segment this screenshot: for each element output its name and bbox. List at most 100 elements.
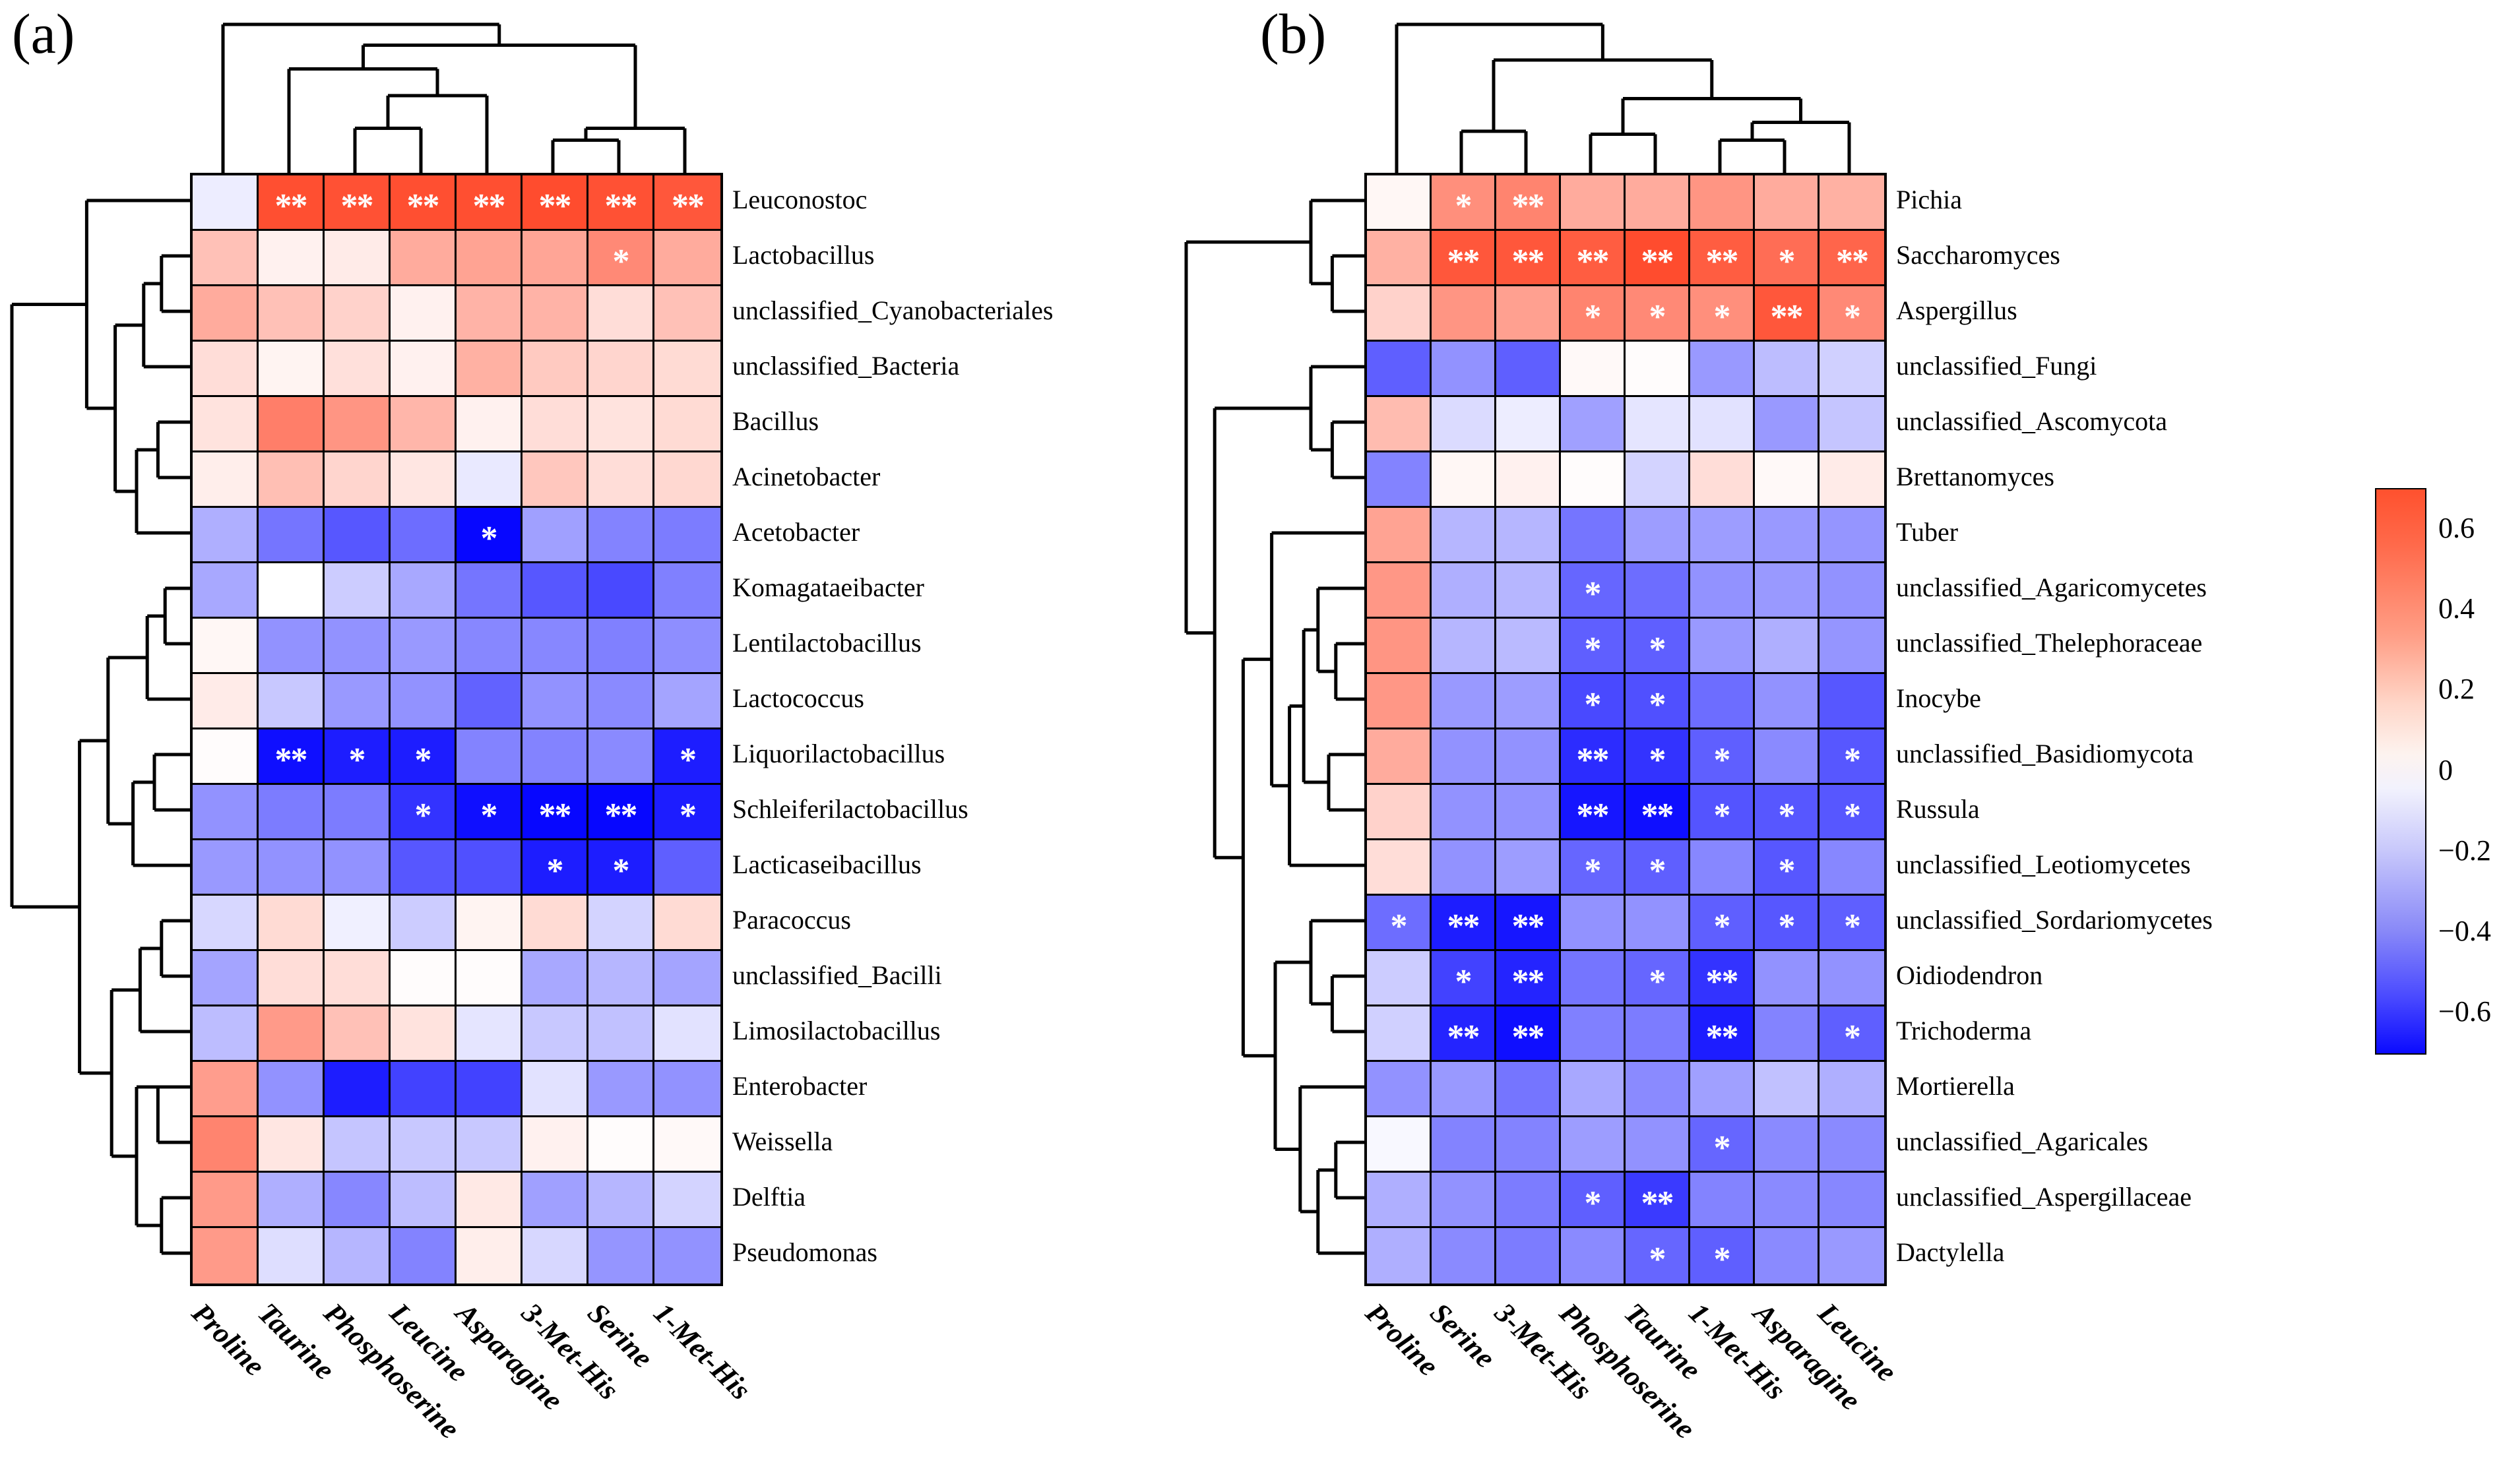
heatmap-cell[interactable] — [654, 342, 720, 397]
heatmap-cell[interactable] — [391, 397, 457, 452]
heatmap-cell[interactable] — [1820, 563, 1884, 619]
heatmap-cell[interactable] — [1432, 840, 1496, 896]
heatmap-cell[interactable]: * — [391, 729, 457, 785]
heatmap-cell[interactable] — [259, 1062, 325, 1117]
heatmap-cell[interactable] — [522, 1062, 588, 1117]
heatmap-cell[interactable] — [1367, 674, 1432, 729]
heatmap-cell[interactable]: * — [1432, 175, 1496, 231]
heatmap-cell[interactable]: * — [1626, 951, 1690, 1006]
heatmap-cell[interactable] — [457, 729, 522, 785]
heatmap-cell[interactable] — [654, 397, 720, 452]
heatmap-cell[interactable] — [654, 674, 720, 729]
heatmap-cell[interactable] — [259, 508, 325, 563]
heatmap-cell[interactable]: ** — [522, 785, 588, 840]
heatmap-cell[interactable]: ** — [1561, 785, 1626, 840]
heatmap-cell[interactable] — [1690, 563, 1755, 619]
heatmap-cell[interactable] — [1561, 397, 1626, 452]
heatmap-cell[interactable] — [325, 619, 391, 674]
heatmap-cell[interactable] — [325, 1117, 391, 1173]
heatmap-cell[interactable] — [325, 342, 391, 397]
heatmap-cell[interactable] — [1432, 785, 1496, 840]
heatmap-cell[interactable] — [391, 1117, 457, 1173]
heatmap-cell[interactable] — [522, 1006, 588, 1062]
heatmap-cell[interactable] — [1561, 342, 1626, 397]
heatmap-cell[interactable] — [588, 286, 654, 342]
heatmap-cell[interactable] — [391, 452, 457, 508]
heatmap-cell[interactable] — [1561, 1006, 1626, 1062]
heatmap-cell[interactable] — [259, 452, 325, 508]
heatmap-cell[interactable] — [1367, 342, 1432, 397]
heatmap-cell[interactable] — [1755, 452, 1820, 508]
heatmap-cell[interactable] — [259, 1173, 325, 1228]
heatmap-cell[interactable] — [391, 674, 457, 729]
heatmap-cell[interactable]: * — [1690, 286, 1755, 342]
heatmap-cell[interactable] — [193, 840, 259, 896]
heatmap-cell[interactable]: * — [457, 508, 522, 563]
heatmap-cell[interactable] — [1690, 674, 1755, 729]
heatmap-cell[interactable] — [1496, 729, 1561, 785]
heatmap-cell[interactable] — [654, 508, 720, 563]
heatmap-cell[interactable] — [325, 286, 391, 342]
heatmap-cell[interactable] — [1367, 785, 1432, 840]
heatmap-cell[interactable] — [1496, 1117, 1561, 1173]
heatmap-cell[interactable] — [1561, 951, 1626, 1006]
heatmap-cell[interactable] — [193, 1228, 259, 1283]
heatmap-cell[interactable] — [1496, 785, 1561, 840]
heatmap-cell[interactable] — [1755, 729, 1820, 785]
heatmap-cell[interactable]: ** — [457, 175, 522, 231]
heatmap-cell[interactable] — [325, 452, 391, 508]
heatmap-cell[interactable] — [391, 1062, 457, 1117]
heatmap-cell[interactable] — [1626, 896, 1690, 951]
heatmap-cell[interactable] — [1367, 286, 1432, 342]
heatmap-cell[interactable] — [325, 840, 391, 896]
heatmap-cell[interactable] — [1755, 397, 1820, 452]
heatmap-cell[interactable] — [1432, 1117, 1496, 1173]
heatmap-cell[interactable] — [193, 674, 259, 729]
heatmap-cell[interactable] — [1820, 1228, 1884, 1283]
heatmap-cell[interactable] — [1367, 951, 1432, 1006]
heatmap-cell[interactable] — [1690, 397, 1755, 452]
heatmap-cell[interactable] — [1755, 1062, 1820, 1117]
heatmap-cell[interactable] — [654, 1173, 720, 1228]
heatmap-cell[interactable] — [259, 785, 325, 840]
heatmap-cell[interactable] — [522, 452, 588, 508]
heatmap-cell[interactable]: * — [522, 840, 588, 896]
heatmap-cell[interactable]: ** — [259, 175, 325, 231]
heatmap-cell[interactable] — [1496, 1228, 1561, 1283]
heatmap-cell[interactable] — [1626, 397, 1690, 452]
heatmap-cell[interactable] — [1432, 729, 1496, 785]
heatmap-cell[interactable] — [391, 1228, 457, 1283]
heatmap-cell[interactable]: ** — [1496, 175, 1561, 231]
heatmap-cell[interactable] — [1367, 619, 1432, 674]
heatmap-cell[interactable] — [1496, 563, 1561, 619]
heatmap-cell[interactable] — [457, 397, 522, 452]
heatmap-cell[interactable] — [1626, 1117, 1690, 1173]
heatmap-cell[interactable] — [325, 508, 391, 563]
heatmap-cell[interactable] — [457, 619, 522, 674]
heatmap-cell[interactable] — [1561, 896, 1626, 951]
heatmap-cell[interactable] — [654, 951, 720, 1006]
heatmap-cell[interactable] — [654, 619, 720, 674]
heatmap-cell[interactable] — [1690, 508, 1755, 563]
heatmap-cell[interactable] — [654, 1117, 720, 1173]
heatmap-cell[interactable]: * — [1432, 951, 1496, 1006]
heatmap-cell[interactable] — [522, 1228, 588, 1283]
heatmap-cell[interactable] — [522, 1117, 588, 1173]
heatmap-cell[interactable]: ** — [1820, 231, 1884, 286]
heatmap-cell[interactable] — [1690, 1173, 1755, 1228]
heatmap-cell[interactable] — [325, 1173, 391, 1228]
heatmap-cell[interactable] — [1432, 508, 1496, 563]
heatmap-cell[interactable] — [259, 896, 325, 951]
heatmap-cell[interactable] — [1626, 342, 1690, 397]
heatmap-cell[interactable] — [391, 342, 457, 397]
heatmap-cell[interactable] — [1432, 563, 1496, 619]
heatmap-cell[interactable] — [259, 674, 325, 729]
heatmap-cell[interactable] — [588, 674, 654, 729]
heatmap-cell[interactable] — [654, 286, 720, 342]
heatmap-cell[interactable] — [1496, 619, 1561, 674]
heatmap-cell[interactable] — [1432, 619, 1496, 674]
heatmap-cell[interactable] — [522, 563, 588, 619]
heatmap-cell[interactable] — [1626, 1006, 1690, 1062]
heatmap-cell[interactable] — [1755, 342, 1820, 397]
heatmap-cell[interactable] — [1367, 840, 1432, 896]
